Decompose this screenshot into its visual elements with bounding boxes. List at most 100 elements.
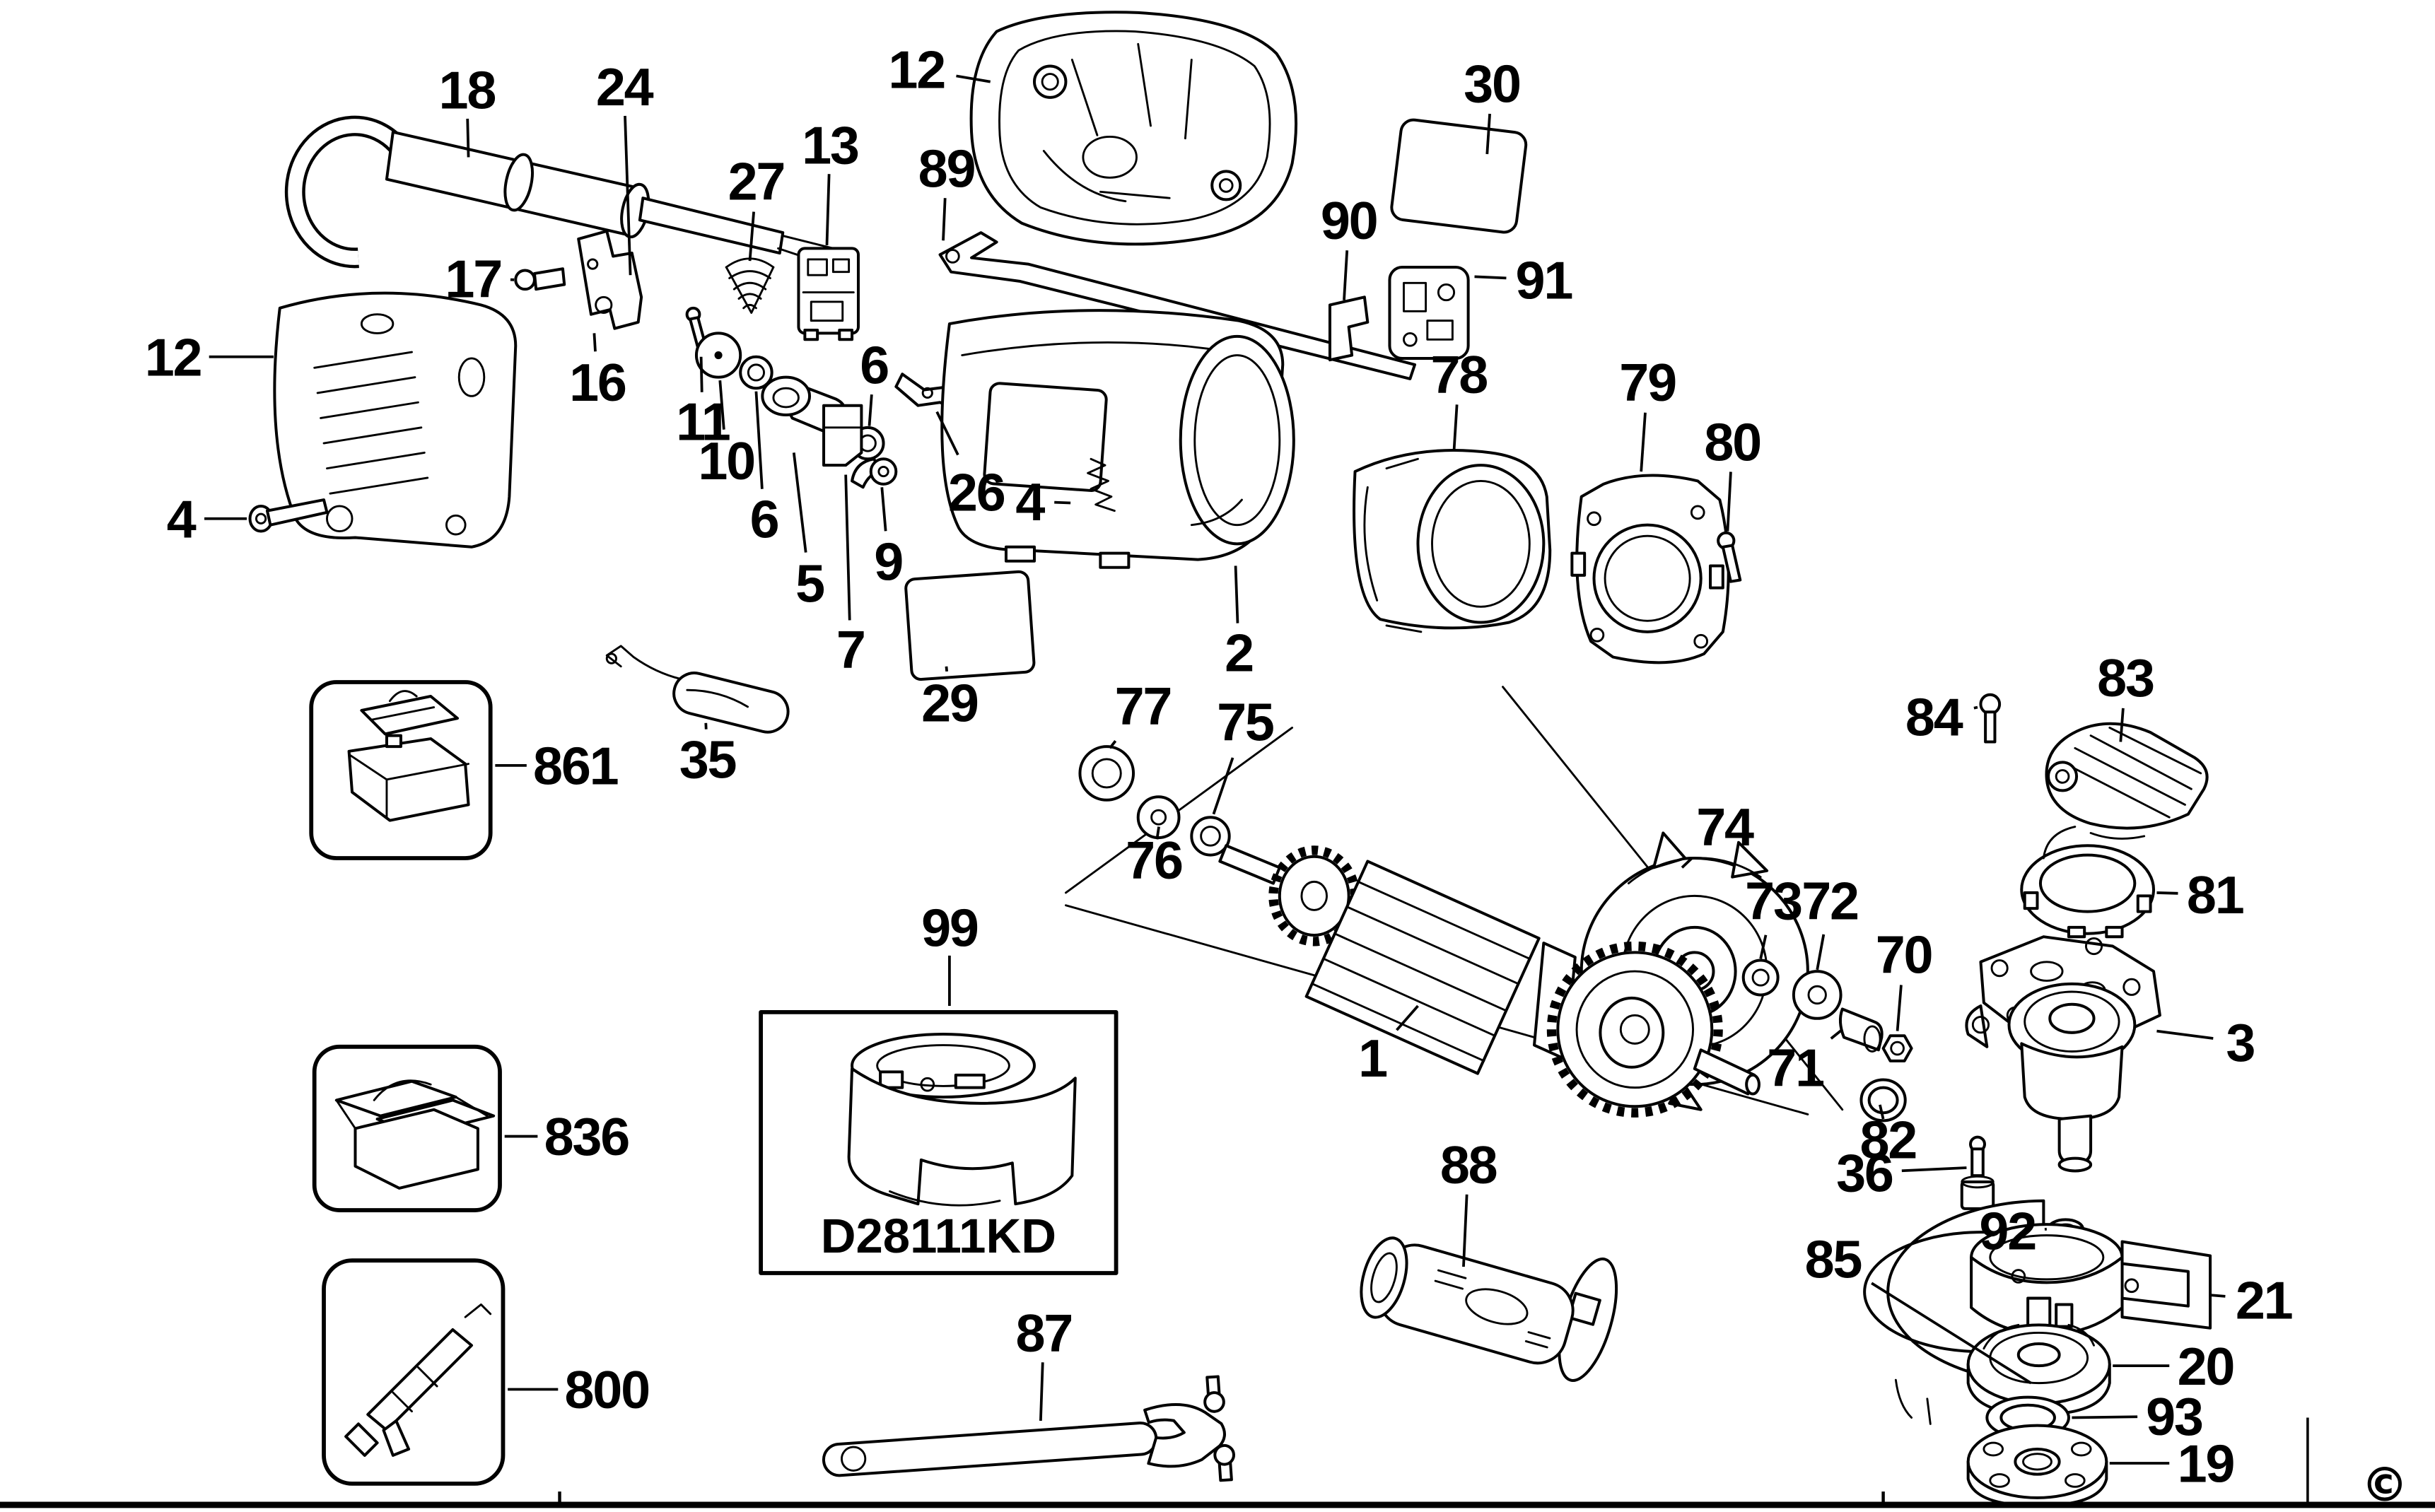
- part-number-91: 91: [1516, 251, 1572, 310]
- leader-line-82: [1879, 1104, 1885, 1120]
- callout-83: 83: [2097, 649, 2155, 742]
- part-number-92: 92: [1979, 1202, 2036, 1262]
- part-number-85: 85: [1805, 1231, 1862, 1290]
- part-disc-10: [694, 332, 742, 379]
- part-number-800: 800: [565, 1361, 649, 1420]
- callout-26: 26: [935, 411, 1006, 523]
- leader-line-71: [1830, 1028, 1843, 1040]
- leader-line-76: [1155, 826, 1160, 840]
- part-number-35: 35: [679, 731, 736, 790]
- leader-line-27: [748, 211, 755, 262]
- part-number-78: 78: [1430, 346, 1487, 405]
- leader-line-21: [2209, 1294, 2226, 1298]
- leader-line-9: [880, 487, 887, 532]
- leader-line-6: [754, 391, 764, 489]
- leader-line-2: [1234, 565, 1239, 623]
- callout-800: 800: [508, 1361, 650, 1420]
- leader-line-90: [1343, 250, 1349, 300]
- part-motor-housing-2: [940, 309, 1295, 569]
- part-lock-lever-89: [938, 231, 1417, 380]
- part-number-19: 19: [2178, 1435, 2234, 1494]
- part-number-26: 26: [948, 464, 1005, 523]
- part-number-18: 18: [439, 61, 496, 120]
- part-bushing-71: [1838, 1007, 1884, 1053]
- callout-70: 70: [1876, 925, 1934, 1031]
- part-number-76: 76: [1126, 831, 1182, 891]
- leader-line-74: [1681, 857, 1693, 869]
- part-number-27: 27: [728, 152, 785, 211]
- callout-836: 836: [504, 1108, 630, 1167]
- part-number-9: 9: [874, 532, 902, 592]
- callout-79: 79: [1619, 353, 1677, 472]
- copyright-mark: ©: [2361, 1457, 2409, 1512]
- part-gear-cover-83: [2045, 722, 2209, 840]
- leader-line-80: [1726, 471, 1732, 532]
- part-number-24: 24: [596, 58, 654, 117]
- callout-29: 29: [921, 666, 979, 734]
- part-number-77: 77: [1115, 677, 1172, 737]
- callout-10: 10: [698, 380, 756, 491]
- part-number-87: 87: [1016, 1304, 1073, 1364]
- callout-78: 78: [1430, 346, 1489, 450]
- callout-73: 73: [1745, 872, 1803, 959]
- callout-13: 13: [802, 116, 860, 245]
- accessory-box-861: [309, 680, 493, 860]
- leader-line-16: [592, 333, 597, 352]
- callout-72: 72: [1802, 872, 1859, 971]
- leader-line-77: [1109, 739, 1117, 749]
- part-number-83: 83: [2097, 649, 2154, 708]
- part-number-17: 17: [445, 250, 501, 309]
- callout-2: 2: [1225, 565, 1254, 683]
- leader-line-3: [2156, 1029, 2214, 1040]
- leader-line-85: [1871, 1282, 2032, 1385]
- part-number-10: 10: [698, 432, 754, 491]
- callout-20: 20: [2113, 1337, 2235, 1397]
- part-gearcase-3: [1965, 935, 2161, 1173]
- callout-74: 74: [1681, 798, 1756, 869]
- part-nut-70: [1881, 1034, 1913, 1062]
- part-screw-4-left: [248, 498, 329, 533]
- part-field-case-12: [273, 291, 518, 549]
- callout-82: 82: [1859, 1104, 1917, 1171]
- leader-line-1: [1396, 1004, 1419, 1031]
- part-armature-1: [1078, 745, 1760, 1118]
- part-side-handle-88: [1360, 1236, 1618, 1382]
- part-ring-6a: [739, 355, 773, 390]
- callout-90: 90: [1321, 192, 1379, 300]
- part-label-29: [904, 570, 1036, 681]
- leader-line-87: [1039, 1362, 1044, 1422]
- callout-88: 88: [1440, 1136, 1498, 1267]
- part-number-861: 861: [533, 737, 618, 797]
- callout-9: 9: [874, 487, 904, 592]
- leader-line-91: [1474, 275, 1507, 280]
- part-pin-wrench-87: [822, 1375, 1235, 1482]
- table-border: [0, 1417, 2435, 1508]
- part-bracket-16: [577, 229, 643, 330]
- callout-12-2: 12: [145, 328, 274, 387]
- callout-85: 85: [1805, 1231, 2032, 1385]
- part-module-91: [1388, 266, 1470, 360]
- callout-18: 18: [439, 61, 497, 158]
- part-number-4: 4: [167, 490, 197, 549]
- callout-4-2: 4: [1015, 473, 1071, 532]
- callout-16: 16: [569, 333, 627, 413]
- parts-artwork: D28111KD ©: [0, 11, 2435, 1512]
- leader-line-72: [1816, 934, 1826, 971]
- part-number-3: 3: [2226, 1014, 2254, 1073]
- leader-line-88: [1462, 1194, 1468, 1267]
- accessory-box-800: [322, 1258, 506, 1486]
- leader-line-29: [945, 666, 949, 672]
- callout-77: 77: [1109, 677, 1172, 749]
- model-code: D28111KD: [821, 1209, 1056, 1263]
- part-screw-80: [1717, 531, 1742, 583]
- callout-35: 35: [679, 722, 737, 790]
- part-number-20: 20: [2178, 1337, 2234, 1397]
- part-number-29: 29: [921, 674, 978, 734]
- part-number-88: 88: [1440, 1136, 1497, 1195]
- callout-84: 84: [1905, 688, 1978, 748]
- part-number-81: 81: [2187, 866, 2243, 925]
- leader-line-7: [844, 474, 851, 621]
